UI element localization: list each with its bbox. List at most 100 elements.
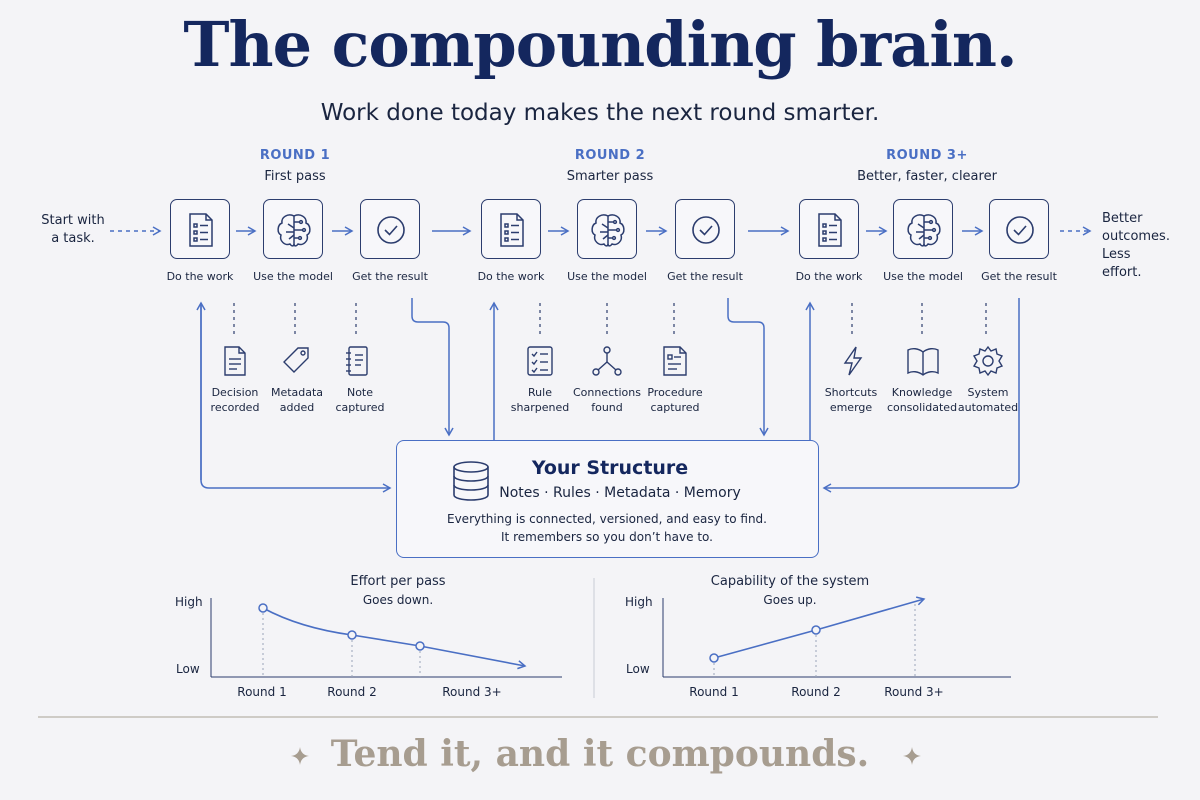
step-label: Do the work: [477, 270, 545, 283]
check-circle-icon: [1006, 216, 1034, 244]
tagline: Tend it, and it compounds.: [330, 733, 870, 775]
output-label-line: Procedure: [647, 386, 703, 399]
round-2-use-model-step: [577, 199, 637, 259]
chart-2-title: Capability of the system: [710, 574, 870, 589]
chart-1-trend-line: [262, 607, 527, 670]
output-label: Connections found: [562, 385, 652, 415]
step-label: Do the work: [795, 270, 863, 283]
chart-2-point: [709, 653, 719, 663]
output-label-line: automated: [957, 401, 1019, 414]
chart-1-y-high: High: [175, 595, 203, 609]
step-label: Get the result: [352, 270, 428, 283]
output-label: Metadata added: [252, 385, 342, 415]
procedure-icon: [663, 346, 687, 376]
check-circle-icon: [692, 216, 720, 244]
output-label: Note captured: [315, 385, 405, 415]
chart-1-tick: Round 2: [327, 685, 377, 699]
document-icon: [224, 346, 246, 376]
output-label-line: System: [967, 386, 1009, 399]
end-text-line: Less effort.: [1102, 247, 1142, 280]
start-text-line: a task.: [51, 231, 95, 246]
output-label-line: Decision: [211, 386, 259, 399]
notebook-icon: [346, 346, 368, 376]
structure-title: Your Structure: [531, 457, 689, 479]
check-circle-icon: [377, 216, 405, 244]
structure-panel: Your Structure Notes · Rules · Metadata …: [396, 440, 819, 558]
chart-2-tick: Round 3+: [884, 685, 944, 699]
chart-1-tick: Round 3+: [442, 685, 502, 699]
output-label-line: found: [591, 401, 623, 414]
book-icon: [907, 347, 939, 376]
chart-1-subtitle: Goes down.: [362, 593, 434, 607]
round-1-do-work-step: [170, 199, 230, 259]
output-label: Shortcuts emerge: [806, 385, 896, 415]
structure-line-2: It remembers so you don’t have to.: [501, 530, 713, 544]
end-text-line: Better: [1102, 211, 1143, 226]
output-label-line: Metadata: [270, 386, 324, 399]
round-2-label: ROUND 2: [574, 148, 646, 163]
chart-2-subtitle: Goes up.: [763, 593, 817, 607]
chart-1-y-low: Low: [176, 662, 200, 676]
step-label: Get the result: [667, 270, 743, 283]
end-text-line: outcomes.: [1102, 229, 1170, 244]
chart-2-y-high: High: [625, 595, 653, 609]
step-label: Use the model: [253, 270, 333, 283]
round-3-subtitle: Better, faster, clearer: [857, 169, 997, 184]
task-list-icon: [500, 213, 524, 247]
round-1-get-result-step: [360, 199, 420, 259]
output-label-line: Connections: [573, 386, 641, 399]
brain-icon: [591, 214, 625, 247]
task-list-icon: [818, 213, 842, 247]
start-text: Start with a task.: [40, 212, 106, 248]
step-label: Do the work: [166, 270, 234, 283]
page-subtitle: Work done today makes the next round sma…: [320, 100, 880, 126]
round-2-do-work-step: [481, 199, 541, 259]
tag-icon: [283, 347, 309, 373]
round-1-subtitle: First pass: [264, 169, 326, 184]
output-label-line: recorded: [210, 401, 260, 414]
output-label-line: Shortcuts: [824, 386, 878, 399]
output-label-line: emerge: [829, 401, 873, 414]
structure-items: Notes · Rules · Metadata · Memory: [499, 485, 741, 501]
brain-icon: [907, 214, 941, 247]
output-label-line: Rule: [528, 386, 552, 399]
end-text: Better outcomes. Less effort.: [1102, 210, 1172, 282]
chart-2-tick: Round 2: [791, 685, 841, 699]
checklist-icon: [527, 346, 553, 376]
structure-line-1: Everything is connected, versioned, and …: [447, 512, 767, 526]
start-text-line: Start with: [41, 213, 105, 228]
round-3-do-work-step: [799, 199, 859, 259]
output-label: System automated: [943, 385, 1033, 415]
output-label-line: added: [279, 401, 315, 414]
database-icon: [453, 461, 489, 501]
brain-icon: [277, 214, 311, 247]
step-label: Use the model: [567, 270, 647, 283]
output-label: Decision recorded: [190, 385, 280, 415]
network-icon: [592, 346, 622, 376]
chart-2-y-low: Low: [626, 662, 650, 676]
chart-1-point: [415, 641, 425, 651]
output-label-line: Knowledge: [891, 386, 953, 399]
round-3-label: ROUND 3+: [886, 148, 968, 163]
round-1-label: ROUND 1: [259, 148, 331, 163]
step-label: Get the result: [981, 270, 1057, 283]
gear-icon: [972, 345, 1004, 377]
sparkle-icon: [903, 747, 921, 765]
page-title: The compounding brain.: [183, 8, 1017, 81]
chart-1-title: Effort per pass: [350, 574, 446, 589]
chart-1-tick: Round 1: [237, 685, 287, 699]
round-1-use-model-step: [263, 199, 323, 259]
chart-2-tick: Round 1: [689, 685, 739, 699]
round-2-subtitle: Smarter pass: [566, 169, 654, 184]
round-3-use-model-step: [893, 199, 953, 259]
step-label: Use the model: [883, 270, 963, 283]
output-label-line: Note: [346, 386, 374, 399]
round-2-get-result-step: [675, 199, 735, 259]
output-label-line: captured: [335, 401, 385, 414]
task-list-icon: [189, 213, 213, 247]
